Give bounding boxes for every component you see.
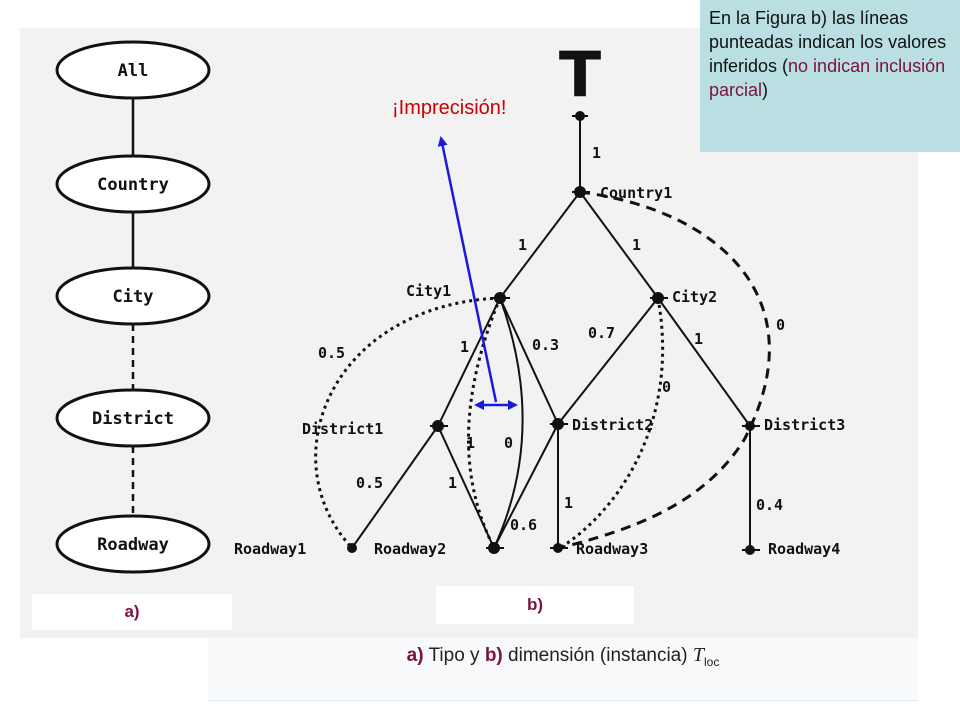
schema-label-all: All — [118, 61, 149, 81]
weight-city1-roadway2-a: 1 — [466, 434, 475, 452]
edge-city1-roadway1-dotted — [314, 296, 501, 550]
node-label-roadway4: Roadway4 — [768, 540, 840, 558]
weight-country1-city1: 1 — [518, 236, 527, 254]
node-label-country1: Country1 — [600, 184, 672, 202]
edge-city2-district2 — [557, 297, 659, 425]
weight-city1-district1: 1 — [460, 338, 469, 356]
schema-label-city: City — [113, 287, 154, 307]
weight-top-country1: 1 — [592, 144, 601, 162]
weight-country1-city2: 1 — [632, 236, 641, 254]
weight-city1-roadway1: 0.5 — [318, 344, 345, 362]
schema-label-roadway: Roadway — [97, 535, 169, 555]
node-label-district1: District1 — [302, 420, 383, 438]
node-label-district2: District2 — [572, 416, 653, 434]
node-label-roadway3: Roadway3 — [576, 540, 648, 558]
node-label-roadway2: Roadway2 — [374, 540, 446, 558]
edge-district1-roadway2 — [437, 425, 495, 549]
schema-node-all — [55, 40, 211, 100]
caption-text-1: Tipo y — [423, 645, 485, 666]
schema-node-roadway — [55, 514, 211, 574]
weight-district3-roadway4: 0.4 — [756, 496, 783, 514]
edge-country1-city2 — [579, 191, 659, 299]
caption-strip — [208, 638, 918, 701]
schema-panel-label: a) — [32, 594, 232, 630]
edge-city2-district3 — [657, 297, 751, 427]
node-label-roadway1: Roadway1 — [234, 540, 306, 558]
note-text-2: ) — [762, 80, 769, 100]
weight-city1-district2: 0.3 — [532, 336, 559, 354]
node-markers — [347, 111, 760, 555]
schema-node-city — [55, 266, 211, 326]
schema-node-country — [55, 154, 211, 214]
schema-label-country: Country — [97, 175, 169, 195]
top-node-symbol: T — [559, 38, 601, 111]
edge-country1-city1 — [499, 191, 581, 299]
weight-city1-roadway2-b: 0 — [504, 434, 513, 452]
note-text-1: En la Figura b) las líneas punteadas ind… — [709, 8, 947, 76]
instance-graph: T Country1 City1 City2 District1 Distric… — [234, 38, 845, 558]
schema-graph: All Country City District Roadway — [55, 40, 211, 574]
schema-node-district — [55, 388, 211, 448]
edge-country1-roadway3-dashed — [559, 190, 771, 550]
caption-text-2: dimensión (instancia) — [502, 645, 693, 666]
edge-city1-roadway2-dotted — [467, 297, 502, 549]
weight-city2-district2: 0.7 — [588, 324, 615, 342]
explanatory-note: En la Figura b) las líneas punteadas ind… — [700, 0, 960, 152]
edge-city1-district1 — [437, 297, 501, 427]
weight-district1-roadway1: 0.5 — [356, 474, 383, 492]
edge-district1-roadway1 — [351, 425, 439, 549]
edge-city1-roadway2-solid-arc — [493, 297, 524, 549]
caption-a-label: a) — [406, 645, 424, 666]
imprecision-pointer-arrow — [437, 136, 498, 403]
caption-b-label: b) — [484, 645, 503, 666]
weight-city2-district3: 1 — [694, 330, 703, 348]
caption-subscript: loc — [703, 654, 720, 669]
edge-city1-district2 — [499, 297, 559, 425]
edge-district2-roadway2 — [493, 423, 559, 549]
node-label-district3: District3 — [764, 416, 845, 434]
weight-district1-roadway2: 1 — [448, 474, 457, 492]
weight-district2-roadway3: 1 — [564, 494, 573, 512]
schema-label-district: District — [92, 409, 174, 429]
note-emphasis: no indican inclusión parcial — [709, 56, 946, 100]
node-marker-roadway1 — [347, 543, 357, 553]
weight-city2-roadway3: 0 — [662, 378, 671, 396]
node-label-city2: City2 — [672, 288, 717, 306]
weight-district2-roadway2: 0.6 — [510, 516, 537, 534]
imprecision-label: ¡Imprecisión! — [392, 97, 506, 119]
figure-caption: a) Tipo y b) dimensión (instancia) Tloc — [208, 644, 918, 669]
instance-panel-label: b) — [436, 586, 634, 624]
weight-country1-roadway3: 0 — [776, 316, 785, 334]
caption-symbol: T — [692, 644, 704, 666]
imprecision-annotation: ¡Imprecisión! — [392, 97, 518, 410]
node-label-city1: City1 — [406, 282, 451, 300]
